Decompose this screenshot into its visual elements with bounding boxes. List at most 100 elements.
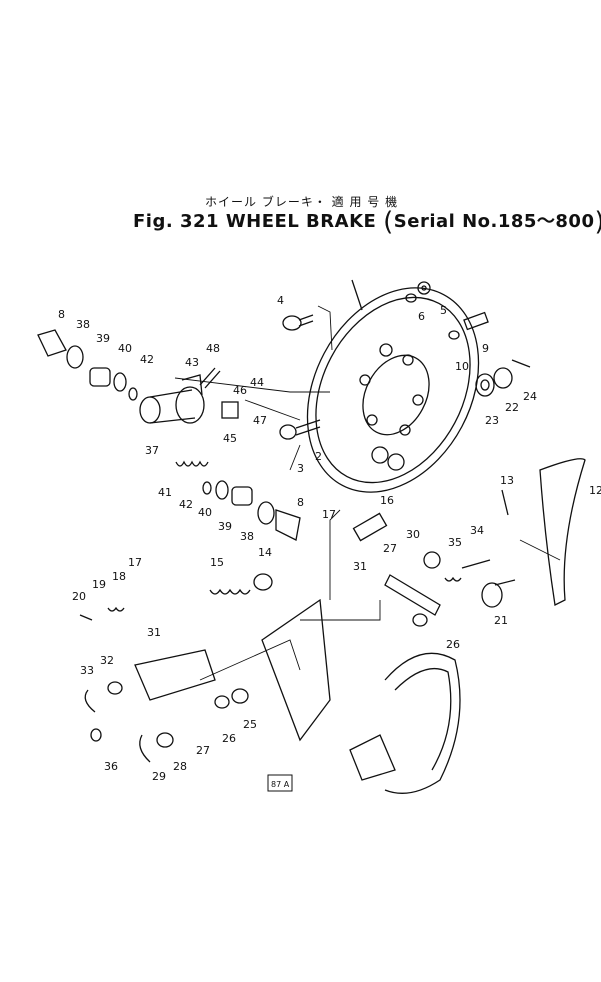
spring-15 <box>209 588 251 595</box>
callout-48: 48 <box>206 342 220 355</box>
washer-25 <box>231 688 249 704</box>
callout-39-top: 39 <box>96 332 110 345</box>
callout-45: 45 <box>223 432 237 445</box>
callout-8-top: 8 <box>58 308 65 321</box>
ring-42-bottom <box>202 481 212 495</box>
callout-42-top: 42 <box>140 353 154 366</box>
spring-35 <box>444 576 462 582</box>
callout-9: 9 <box>482 342 489 355</box>
ring-40-bottom <box>215 480 229 500</box>
callout-19: 19 <box>92 578 106 591</box>
callout-28: 28 <box>173 760 187 773</box>
callout-39-bottom: 39 <box>218 520 232 533</box>
serial-text: Serial No.185～800 <box>393 211 595 232</box>
pin-24 <box>511 359 531 368</box>
callout-31-right: 31 <box>353 560 367 573</box>
callout-4: 4 <box>277 294 284 307</box>
callout-38-top: 38 <box>76 318 90 331</box>
stamp-text: 87 A <box>271 780 290 789</box>
callout-20: 20 <box>72 590 86 603</box>
callout-12: 12 <box>589 484 601 497</box>
push-rod-8-bottom <box>275 509 301 541</box>
bushing-30 <box>423 551 441 569</box>
callout-36: 36 <box>104 760 118 773</box>
callout-34: 34 <box>470 524 484 537</box>
spring-41 <box>175 460 209 467</box>
callout-16: 16 <box>380 494 394 507</box>
stamp-box <box>267 774 293 792</box>
nut-36 <box>90 728 102 742</box>
nut-22 <box>493 367 513 389</box>
callout-25: 25 <box>243 718 257 731</box>
callout-27-right: 27 <box>383 542 397 555</box>
ring-40-top <box>113 372 127 392</box>
callout-32: 32 <box>100 654 114 667</box>
washer-26-right <box>412 613 428 627</box>
callout-10: 10 <box>455 360 469 373</box>
bolt-34 <box>461 559 491 569</box>
callout-21: 21 <box>494 614 508 627</box>
pin-14 <box>253 573 273 591</box>
washer-10 <box>448 330 460 340</box>
wheel-cylinder-37 <box>139 374 205 424</box>
fig-title: WHEEL BRAKE <box>225 211 377 232</box>
callout-26-right: 26 <box>446 638 460 651</box>
figure-title: Fig. 321 WHEEL BRAKE (Serial No.185～800) <box>133 207 601 237</box>
callout-6: 6 <box>418 310 425 323</box>
link-27-right <box>384 574 441 616</box>
nut-5 <box>417 281 431 295</box>
block-47 <box>221 401 239 419</box>
callout-47: 47 <box>253 414 267 427</box>
spring-18 <box>107 606 125 612</box>
washer-6 <box>405 293 417 303</box>
boot-38-top <box>66 345 84 369</box>
brake-lining-12 <box>539 458 586 606</box>
fig-label: Fig. 321 <box>133 211 220 232</box>
callout-2: 2 <box>315 450 322 463</box>
washer-26-left <box>214 695 230 709</box>
callout-22: 22 <box>505 401 519 414</box>
push-rod-8-top <box>37 329 67 357</box>
clip-33 <box>84 689 96 713</box>
clip-29 <box>139 734 151 763</box>
bolt-4 <box>282 314 314 331</box>
callout-labels: 2 3 4 5 6 8 8 9 10 12 13 14 15 16 17 17 … <box>58 294 601 789</box>
callout-41: 41 <box>158 486 172 499</box>
callout-23: 23 <box>485 414 499 427</box>
callout-33: 33 <box>80 664 94 677</box>
boot-38-bottom <box>257 501 275 525</box>
japanese-title: ホイール ブレーキ・ 適 用 号 機 <box>205 195 399 209</box>
callout-26-left: 26 <box>222 732 236 745</box>
rivet-13 <box>501 489 509 516</box>
callout-40-top: 40 <box>118 342 132 355</box>
leader-lines <box>174 305 561 681</box>
washer-28 <box>156 732 174 748</box>
brake-shoe-lower <box>349 652 461 794</box>
callout-40-bottom: 40 <box>198 506 212 519</box>
callout-46: 46 <box>233 384 247 397</box>
piston-39-bottom <box>231 486 253 506</box>
callout-3: 3 <box>297 462 304 475</box>
callout-17-right: 17 <box>322 508 336 521</box>
callout-17-left: 17 <box>128 556 142 569</box>
callout-37: 37 <box>145 444 159 457</box>
callout-38-bottom: 38 <box>240 530 254 543</box>
bleeder-43 <box>199 367 221 389</box>
callout-8-bottom: 8 <box>297 496 304 509</box>
bolt-2 <box>279 419 321 440</box>
shoe-web-lower <box>261 598 331 742</box>
callout-18: 18 <box>112 570 126 583</box>
callout-31-left: 31 <box>147 626 161 639</box>
ring-42-top <box>128 387 138 401</box>
callout-24: 24 <box>523 390 537 403</box>
callout-13: 13 <box>500 474 514 487</box>
adjuster-21 <box>481 579 516 608</box>
pin-20 <box>79 614 93 621</box>
washer-32 <box>107 681 123 695</box>
callout-35: 35 <box>448 536 462 549</box>
callout-44: 44 <box>250 376 264 389</box>
callout-30: 30 <box>406 528 420 541</box>
callout-43: 43 <box>185 356 199 369</box>
callout-29: 29 <box>152 770 166 783</box>
